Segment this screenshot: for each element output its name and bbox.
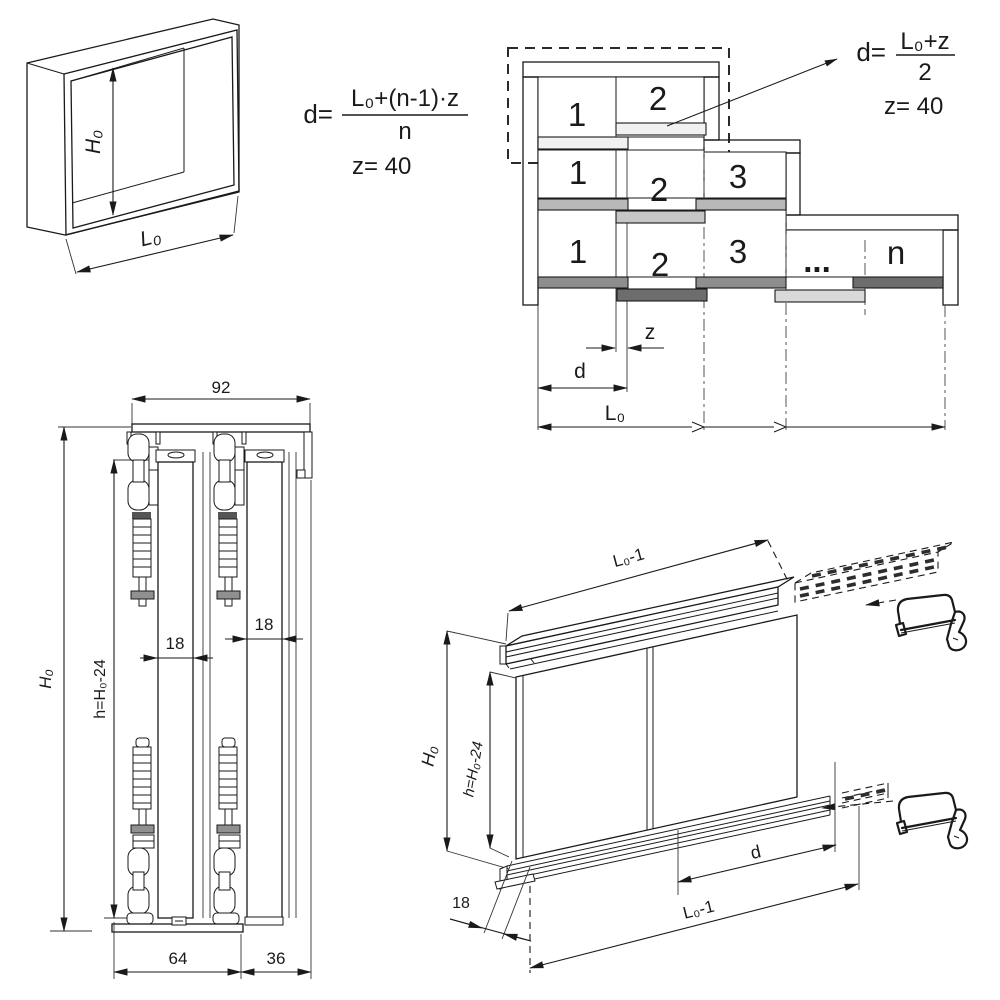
dim-label-3d-door-width: d [749,841,763,863]
formula-two-doors: d= L₀+z 2 z= 40 [856,28,955,120]
door-unit-hardware [127,433,297,919]
formula-2-z-value: z= 40 [884,93,943,120]
dim-label-door-height: h=H₀-24 [92,659,109,719]
cabinet-height-label: H₀ [82,130,105,154]
door-bar-rowN-doorN [852,276,944,289]
door-bar-rowN-door1 [537,276,629,289]
label-rowN-door3: 3 [729,233,747,270]
door-bar-row2-door1 [537,136,629,150]
doors-3d [515,614,798,860]
door-bar-row2-door2 [615,122,707,136]
bottom-rail-3d [494,782,889,890]
dim-label-bottom-rail-length: L₀-1 [681,897,716,923]
label-row2-door2: 2 [649,80,667,117]
door-bar-row3-door3 [695,198,787,211]
bottom-rail-profile [111,912,284,933]
formula-n-lhs: d= [303,99,333,129]
formula-2-denominator: 2 [918,59,931,86]
door-bar-row3-door2 [615,210,706,224]
hacksaw-icon [894,593,968,652]
dim-label-36: 36 [267,949,286,968]
dim-label-d: d [574,360,586,383]
dim-label-3d-door-height: h=H₀-24 [460,740,486,798]
cross-section-figure: 92 H₀ h=H₀-24 [36,378,313,979]
door-bar-rowN-door3 [695,276,787,289]
label-rowN-door2: 2 [651,246,669,283]
cabinet-front-frame [63,29,240,236]
door-panel-a [157,461,194,919]
perspective-figure: L₀-1 H₀ h=H₀-24 [417,539,969,973]
label-rowN-dots: ... [803,242,831,279]
hacksaw-icon [895,791,969,850]
formula-n-z-value: z= 40 [352,153,411,180]
dim-label-height: H₀ [36,669,55,688]
door-bar-rowN-dots [774,289,866,303]
cabinet-figure: H₀ L₀ [26,18,240,275]
cut-leader-top [865,599,897,607]
formula-2-lhs: d= [856,37,886,67]
door-bar-row3-door1 [537,198,629,211]
label-rowN-doorN: n [887,234,905,271]
label-rowN-door1: 1 [569,233,587,270]
formula-n-numerator: L₀+(n-1)·z [351,85,459,112]
formula-2-numerator: L₀+z [900,28,949,55]
cabinet-width-label: L₀ [138,224,164,251]
door-bar-rowN-door2 [616,288,708,302]
label-row3-door2: 2 [650,171,668,208]
dim-label-panel1-18: 18 [166,634,185,653]
door-layout-figure: 1 2 1 2 3 1 2 3 ... n z d L₀ [507,47,959,433]
dim-label-top-rail-length: L₀-1 [611,544,646,571]
formula-n-doors: d= L₀+(n-1)·z n z= 40 [303,85,468,180]
leader-arrow-to-formula [666,58,838,127]
label-row3-door1: 1 [569,154,587,191]
dim-label-z: z [645,321,656,344]
dim-label-3d-height: H₀ [417,744,440,768]
dim-label-total-width: L₀ [605,402,625,425]
dim-label-3d-thickness: 18 [452,895,470,912]
label-row2-door1: 1 [568,96,586,133]
door-panel-b [246,461,283,919]
label-row3-door3: 3 [729,158,747,195]
formula-n-denominator: n [398,118,411,145]
dim-label-92: 92 [212,378,231,397]
dim-label-panel2-18: 18 [255,615,274,634]
dim-label-64: 64 [169,949,188,968]
